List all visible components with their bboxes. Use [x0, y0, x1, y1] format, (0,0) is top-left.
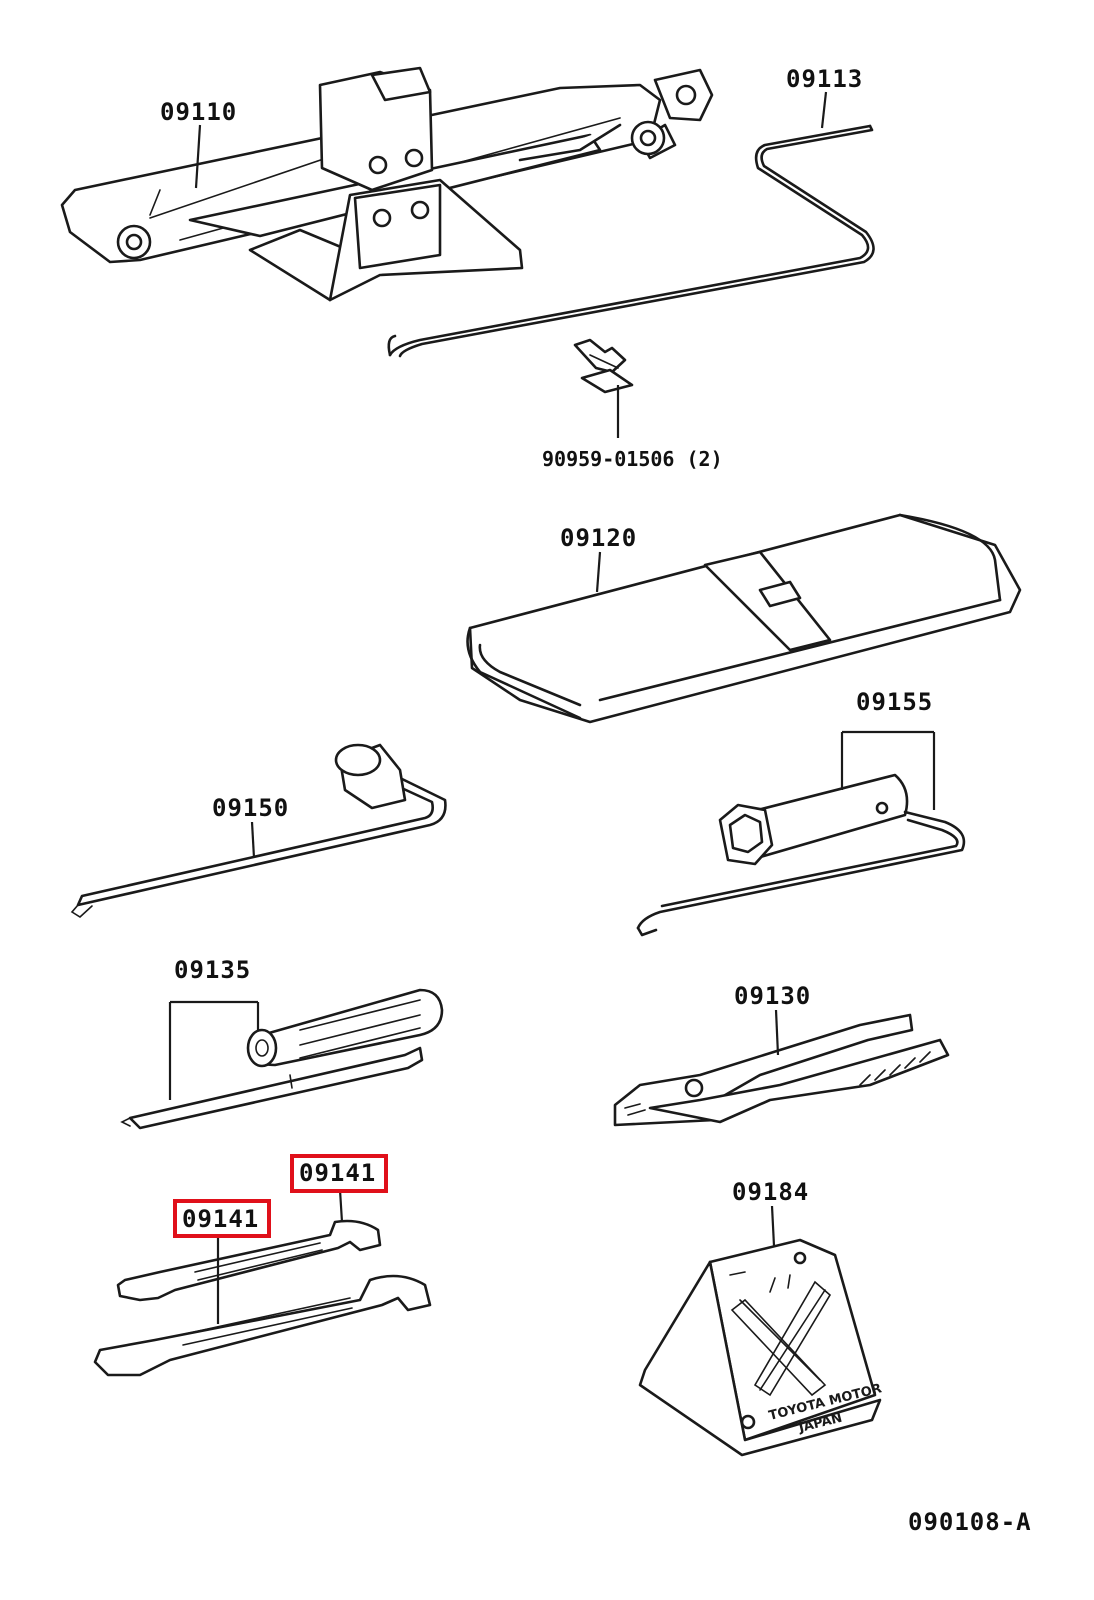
- label-box-wrench: 09155: [856, 688, 933, 716]
- figure-code: 090108-A: [908, 1508, 1032, 1536]
- highlight-box-wrench-large: [173, 1199, 271, 1238]
- label-bag: 09120: [560, 524, 637, 552]
- label-lug-wrench: 09150: [212, 794, 289, 822]
- screwdriver: [120, 988, 444, 1130]
- box-wrench: [636, 773, 966, 937]
- scissor-jack: [60, 66, 714, 302]
- label-chock: 09184: [732, 1178, 809, 1206]
- label-pliers: 09130: [734, 982, 811, 1010]
- pliers: [613, 1013, 950, 1127]
- highlight-box-wrench-small: [290, 1154, 388, 1193]
- label-wrench-small: 09141: [299, 1159, 376, 1187]
- tool-bag: [466, 513, 1022, 724]
- label-wrench-large: 09141: [182, 1205, 259, 1233]
- leader-lines: [168, 91, 936, 1324]
- label-screwdriver: 09135: [174, 956, 251, 984]
- handle-clip: [573, 338, 634, 438]
- lug-wrench: [70, 743, 447, 919]
- open-end-wrenches: [93, 1219, 432, 1377]
- label-clip: 90959-01506 (2): [542, 447, 723, 471]
- jack-handle: [387, 124, 875, 358]
- label-jack: 09110: [160, 98, 237, 126]
- wheel-chock: TOYOTA MOTOR JAPAN: [638, 1238, 883, 1457]
- label-handle: 09113: [786, 65, 863, 93]
